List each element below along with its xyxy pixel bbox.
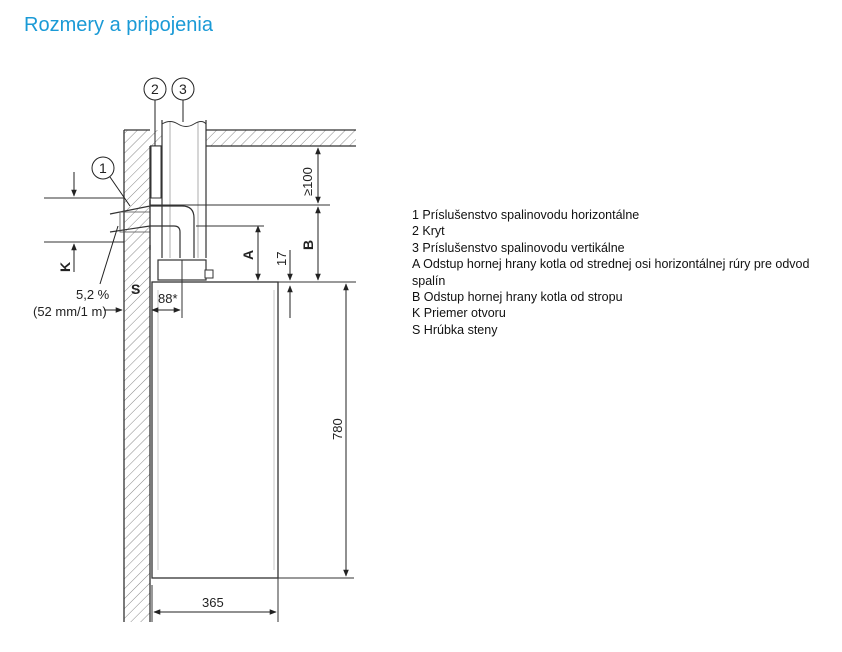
legend-item-k: K Priemer otvoru (412, 306, 506, 321)
legend-item-b: B Odstup hornej hrany kotla od stropu (412, 290, 623, 305)
dim-17: 17 (274, 250, 293, 318)
legend-item-a: A Odstup hornej hrany kotla od strednej … (412, 257, 810, 288)
dim-k: K (57, 172, 77, 272)
dim-17-label: 17 (274, 252, 289, 266)
dim-k-label: K (57, 262, 73, 272)
horizontal-flue (109, 200, 195, 258)
dim-365-label: 365 (202, 595, 224, 610)
dim-365: 365 (151, 578, 279, 622)
slope-detail-label: (52 mm/1 m) (33, 304, 107, 319)
dim-780-label: 780 (330, 418, 345, 440)
dim-b: B (300, 206, 321, 281)
legend-item-s: S Hrúbka steny (412, 322, 498, 337)
boiler (151, 259, 279, 579)
callout-3-label: 3 (179, 81, 187, 97)
legend-item-3: 3 Príslušenstvo spalinovodu vertikálne (412, 240, 625, 255)
legend-item-1: 1 Príslušenstvo spalinovodu horizontálne (412, 208, 640, 222)
slope-annotation: 5,2 % (52 mm/1 m) (33, 225, 119, 319)
dim-s: S (104, 281, 168, 313)
dim-min100-label: ≥100 (300, 167, 315, 196)
callout-2: 2 (143, 77, 167, 146)
dim-b-label: B (300, 240, 316, 250)
dim-88-label: 88* (158, 291, 178, 306)
legend-item-2: 2 Kryt (412, 224, 445, 239)
legend: 1 Príslušenstvo spalinovodu horizontálne… (412, 207, 812, 338)
ceiling (150, 129, 356, 147)
callout-1: 1 (91, 156, 131, 207)
dim-780: 780 (278, 283, 354, 579)
callout-2-label: 2 (151, 81, 159, 97)
dim-min100: ≥100 (300, 147, 321, 204)
cover (150, 145, 162, 199)
slope-label: 5,2 % (76, 287, 110, 302)
callout-1-label: 1 (99, 160, 107, 176)
callout-3: 3 (171, 77, 195, 122)
dim-a: A (196, 225, 264, 281)
dim-a-label: A (240, 250, 256, 260)
page-title: Rozmery a pripojenia (24, 14, 213, 36)
vertical-flue (161, 120, 207, 258)
dim-s-label: S (131, 281, 140, 297)
